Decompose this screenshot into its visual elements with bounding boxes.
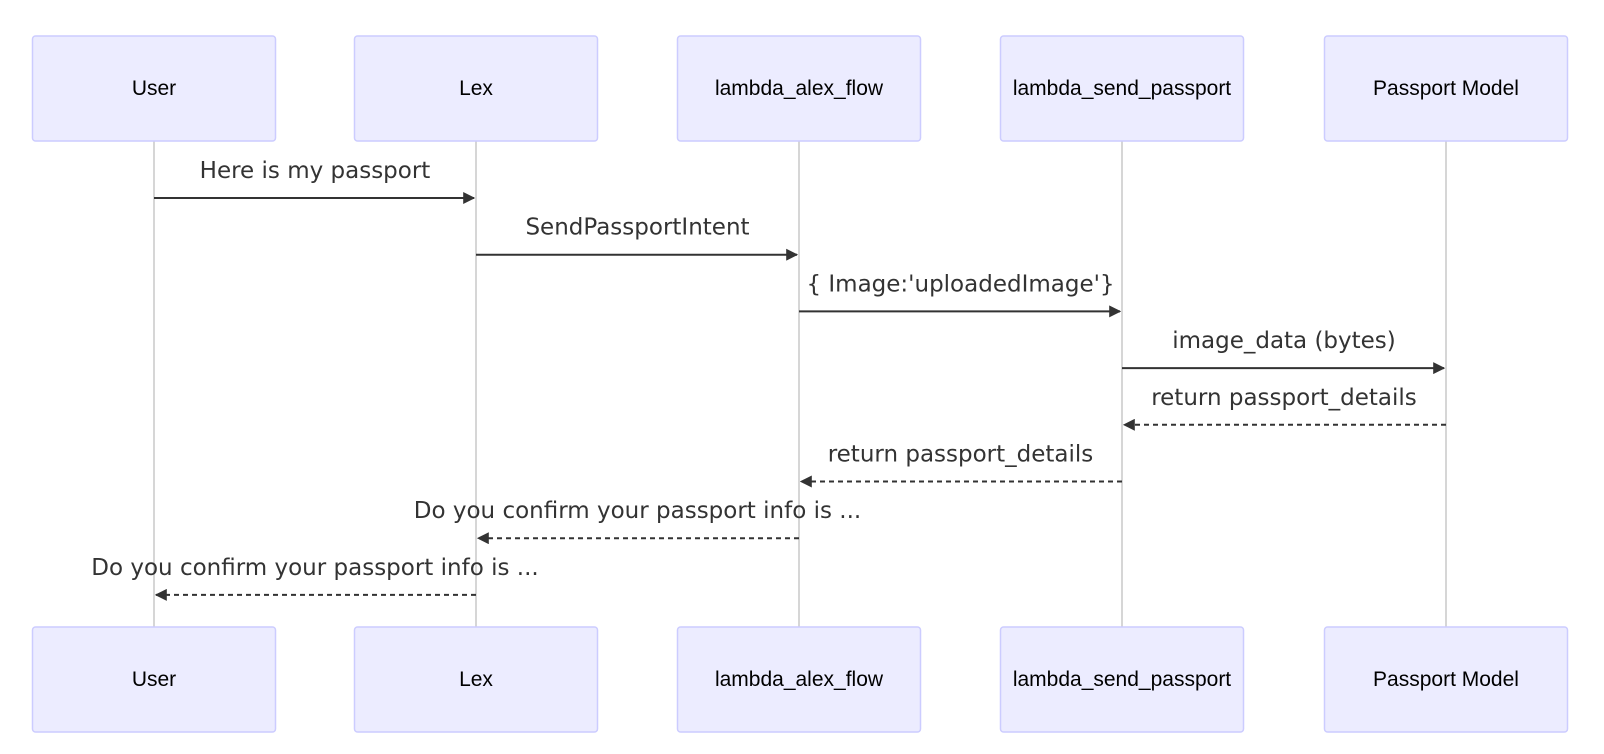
- actor-lambda_send_passport-bottom: lambda_send_passport: [999, 626, 1245, 733]
- message-label: Here is my passport: [200, 158, 431, 184]
- actor-box: [999, 626, 1245, 733]
- actor-lambda_alex_flow-top: lambda_alex_flow: [676, 35, 922, 142]
- message-4: image_data (bytes): [1122, 328, 1446, 375]
- actor-lex-bottom: Lex: [353, 626, 599, 733]
- actor-label: Lex: [459, 668, 493, 691]
- actor-box: [1323, 35, 1569, 142]
- message-8: Do you confirm your passport info is ...: [91, 555, 539, 601]
- actor-user-bottom: User: [31, 626, 277, 733]
- actor-label: Lex: [459, 77, 493, 100]
- actor-passport_model-top: Passport Model: [1323, 35, 1569, 142]
- message-2: SendPassportIntent: [476, 215, 799, 261]
- actor-label: lambda_alex_flow: [715, 77, 884, 100]
- actor-lex-top: Lex: [353, 35, 599, 142]
- actor-lambda_alex_flow-bottom: lambda_alex_flow: [676, 626, 922, 733]
- actor-label: Passport Model: [1373, 77, 1519, 100]
- actor-label: User: [132, 668, 176, 691]
- actor-box: [1323, 626, 1569, 733]
- actor-lambda_send_passport-top: lambda_send_passport: [999, 35, 1245, 142]
- message-label: Do you confirm your passport info is ...: [91, 555, 538, 581]
- actor-label: User: [132, 77, 176, 100]
- actor-box: [31, 626, 277, 733]
- actor-box: [353, 35, 599, 142]
- actor-label: lambda_send_passport: [1013, 668, 1231, 691]
- message-label: { Image:'uploadedImage'}: [806, 271, 1114, 297]
- actor-label: lambda_send_passport: [1013, 77, 1231, 100]
- message-label: return passport_details: [828, 442, 1094, 468]
- actor-label: Passport Model: [1373, 668, 1519, 691]
- actors: UserUserLexLexlambda_alex_flowlambda_ale…: [31, 35, 1569, 733]
- message-6: return passport_details: [799, 442, 1122, 488]
- message-label: SendPassportIntent: [525, 215, 749, 241]
- lifelines: [153, 141, 1447, 627]
- message-1: Here is my passport: [154, 158, 476, 204]
- actor-label: lambda_alex_flow: [715, 668, 884, 691]
- message-5: return passport_details: [1122, 385, 1446, 431]
- message-label: image_data (bytes): [1172, 328, 1396, 354]
- message-label: Do you confirm your passport info is ...: [414, 498, 861, 524]
- actor-user-top: User: [31, 35, 277, 142]
- message-label: return passport_details: [1151, 385, 1417, 411]
- actor-box: [353, 626, 599, 733]
- actor-box: [31, 35, 277, 142]
- actor-box: [676, 35, 922, 142]
- message-7: Do you confirm your passport info is ...: [414, 498, 861, 545]
- actor-passport_model-bottom: Passport Model: [1323, 626, 1569, 733]
- actor-box: [999, 35, 1245, 142]
- actor-box: [676, 626, 922, 733]
- message-3: { Image:'uploadedImage'}: [799, 271, 1122, 318]
